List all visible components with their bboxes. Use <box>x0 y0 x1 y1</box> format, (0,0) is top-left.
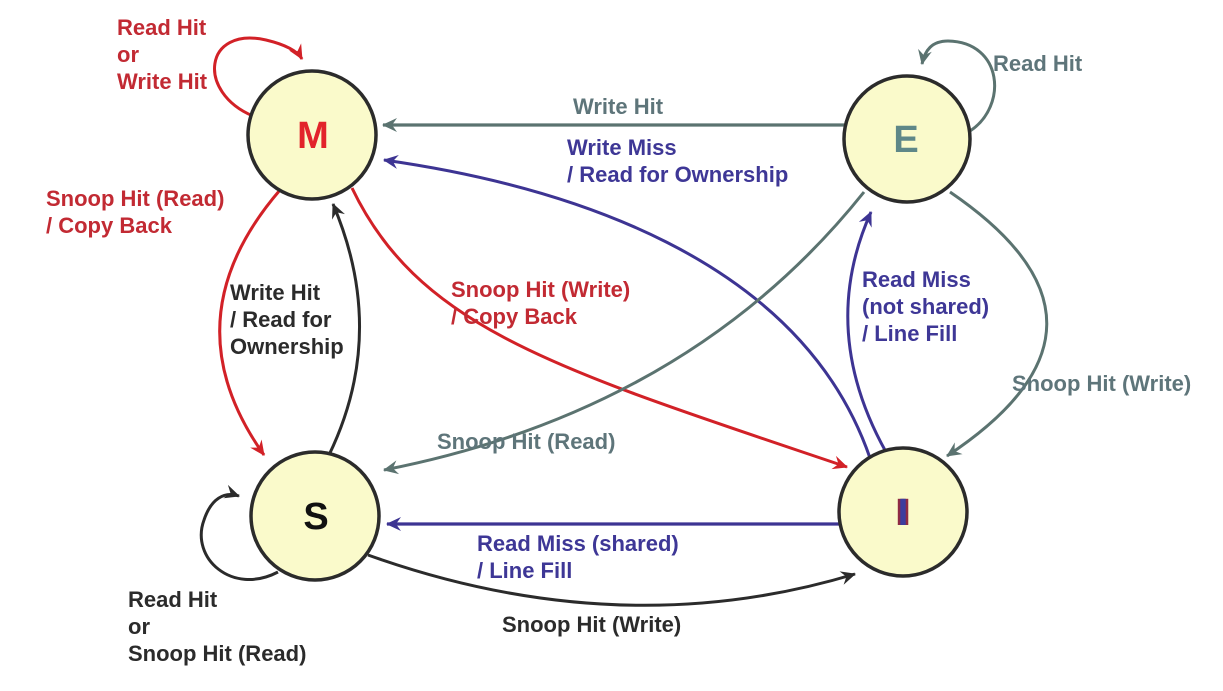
label-e-self-loop: Read Hit <box>993 51 1083 76</box>
label-e-to-m: Write Hit <box>573 94 664 119</box>
edge-e-self-loop-arrow <box>918 39 996 133</box>
edge-e-to-i-arrow <box>946 190 1049 458</box>
label-i-to-s: Read Miss (shared) / Line Fill <box>477 531 679 583</box>
label-s-to-i: Snoop Hit (Write) <box>502 612 682 637</box>
edge-i-to-e-arrow <box>846 211 888 453</box>
state-circle-invalid <box>837 446 969 578</box>
edge-s-to-m-arrow <box>327 203 362 456</box>
edge-m-self-loop-arrow <box>213 36 304 118</box>
label-i-to-m: Write Miss / Read for Ownership <box>567 135 789 187</box>
state-circle-exclusive <box>842 74 972 204</box>
label-m-to-i: Snoop Hit (Write) / Copy Back <box>451 277 631 329</box>
label-s-to-m: Write Hit / Read for Ownership <box>230 280 344 359</box>
state-circle-modified <box>246 69 378 201</box>
edge-s-to-i-arrow <box>367 553 856 607</box>
label-e-to-i: Snoop Hit (Write) <box>1012 371 1192 396</box>
label-i-to-e: Read Miss (not shared) / Line Fill <box>862 267 990 346</box>
state-circle-shared <box>249 450 381 582</box>
label-m-to-s: Snoop Hit (Read) / Copy Back <box>46 186 225 238</box>
label-m-self-loop: Read Hit or Write Hit <box>117 15 208 94</box>
label-s-self-loop: Read Hit or Snoop Hit (Read) <box>128 587 307 666</box>
state-label-invalid: I <box>897 491 909 534</box>
state-label-modified: M <box>297 114 329 157</box>
state-label-exclusive: E <box>893 118 919 161</box>
label-e-to-s: Snoop Hit (Read) <box>437 429 616 454</box>
edge-i-to-m-arrow <box>383 155 872 459</box>
edge-e-to-s-arrow <box>383 191 866 475</box>
edge-s-self-loop-arrow <box>199 484 279 581</box>
edge-m-to-i-arrow <box>350 187 848 470</box>
state-label-shared: S <box>303 495 329 538</box>
edge-m-to-s-arrow <box>218 189 282 456</box>
